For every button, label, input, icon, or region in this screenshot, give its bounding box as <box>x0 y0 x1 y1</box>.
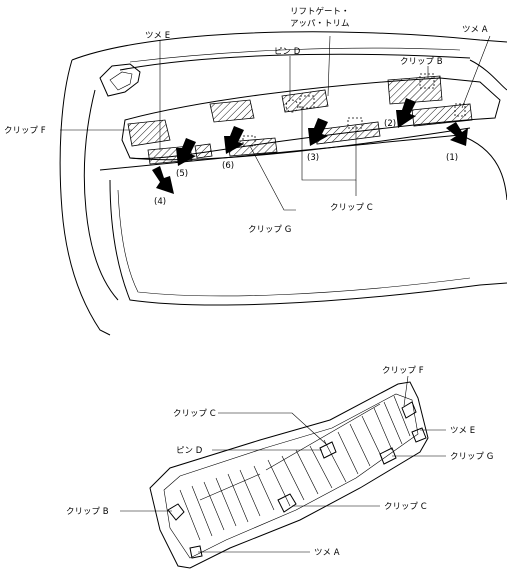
hatch-clip-b <box>387 75 443 105</box>
b-label-clip-g: クリップ G <box>450 452 493 462</box>
arrow-step-3 <box>308 118 328 146</box>
b-label-pin-d: ピン D <box>176 446 203 456</box>
label-clip-g: クリップ G <box>248 225 291 235</box>
step-1: (1) <box>446 153 458 163</box>
hinge-bracket-inner <box>109 71 133 91</box>
leader-b-clip-f <box>403 375 409 407</box>
pin-d-circle <box>285 99 299 113</box>
hatch-clip-f <box>127 119 171 147</box>
window-frame-inner <box>117 189 471 297</box>
body-outline-outer <box>59 59 111 336</box>
trim-panel-outline <box>149 381 429 569</box>
b-label-clip-c-mid: クリップ C <box>384 502 427 512</box>
hatch-tsume-a <box>411 103 473 127</box>
b-label-tsume-a: ツメ A <box>314 548 340 558</box>
hatch-mid-1 <box>209 99 255 123</box>
roof-edge-3 <box>129 47 461 63</box>
label-liftgate-trim-1: リフトゲート・ <box>290 6 350 17</box>
b-label-clip-b: クリップ B <box>66 507 109 517</box>
leader-clip-c <box>301 106 357 181</box>
hatch-mid-2 <box>194 143 213 159</box>
step-3: (3) <box>307 153 319 163</box>
trim-ribs <box>179 395 411 541</box>
hatch-pin-d <box>281 89 329 113</box>
step-6: (6) <box>222 161 234 171</box>
body-outline-left <box>83 89 119 301</box>
roof-edge <box>71 31 507 61</box>
bottom-trim-panel-view: クリップ F クリップ C ツメ E ピン D クリップ G クリップ B クリ… <box>66 366 493 569</box>
label-tsume-e: ツメ E <box>145 31 170 41</box>
arrow-step-5 <box>176 138 196 166</box>
b-label-tsume-e: ツメ E <box>450 426 475 436</box>
dashed-tsume-a <box>454 103 466 117</box>
leader-clip-g <box>249 145 296 211</box>
label-clip-f: クリップ F <box>4 126 46 136</box>
clip-fixtures <box>167 401 427 559</box>
b-label-clip-c-top: クリップ C <box>173 409 216 419</box>
arrow-step-2 <box>396 98 416 128</box>
arrow-step-6 <box>224 126 244 154</box>
leader-b-clip-c-top <box>218 412 327 445</box>
label-liftgate-trim-2: アッパ・トリム <box>290 19 350 29</box>
b-label-clip-f: クリップ F <box>382 366 424 376</box>
dashed-clip-b <box>419 73 435 89</box>
label-clip-c: クリップ C <box>330 203 373 213</box>
leader-tsume-a <box>461 35 491 109</box>
arrow-step-4 <box>152 166 174 194</box>
dashed-clip-g <box>242 135 256 147</box>
step-4: (4) <box>154 197 166 207</box>
label-tsume-a: ツメ A <box>462 25 488 35</box>
dashed-pin-d <box>299 95 315 109</box>
arrow-step-1 <box>446 122 468 146</box>
window-opening <box>99 134 507 201</box>
label-clip-b: クリップ B <box>400 57 443 67</box>
roof-edge-2 <box>119 53 471 71</box>
leader-liftgate-trim <box>327 35 331 97</box>
top-vehicle-view: リフトゲート・ アッパ・トリム ツメ E ツメ A ピン D クリップ B クリ… <box>4 6 507 336</box>
trim-panel-inner <box>163 393 419 559</box>
step-5: (5) <box>176 169 188 179</box>
label-pin-d: ピン D <box>274 47 301 57</box>
window-lower-frame <box>109 179 507 306</box>
right-contour <box>469 59 507 91</box>
hinge-bracket <box>99 63 141 97</box>
step-2: (2) <box>384 119 396 129</box>
